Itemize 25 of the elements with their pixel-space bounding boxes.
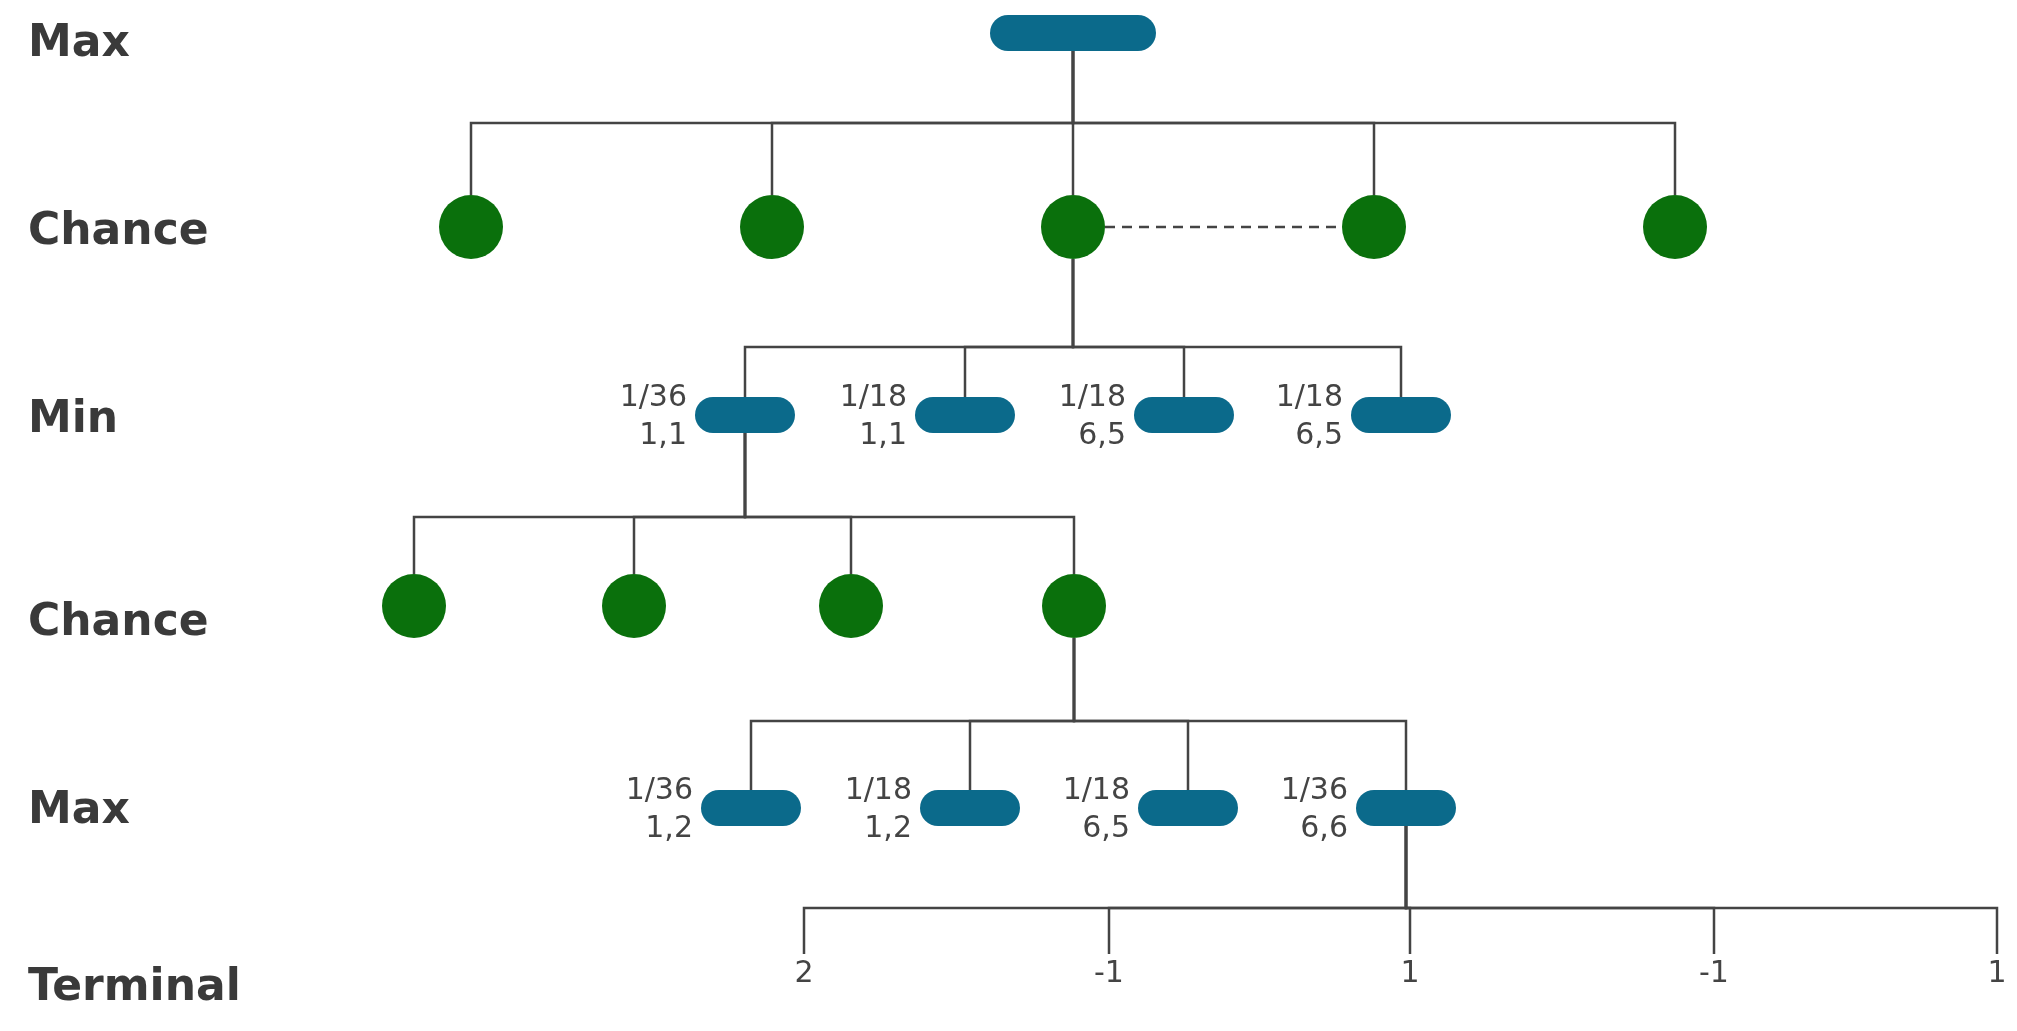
terminal-value: 1 <box>1982 954 2012 990</box>
tree-connector <box>1071 51 1677 195</box>
row-label: Chance <box>28 204 209 254</box>
tree-connector <box>1404 826 1999 954</box>
probability-label: 1/18 1,1 <box>838 377 907 453</box>
probability-label: 1/36 1,2 <box>624 770 693 846</box>
row-label: Terminal <box>28 960 241 1010</box>
row-label: Max <box>28 16 130 66</box>
probability-label: 1/18 6,5 <box>1274 377 1343 453</box>
row-label: Max <box>28 783 130 833</box>
probability-label: 1/36 6,6 <box>1279 770 1348 846</box>
tree-connector <box>1072 638 1408 790</box>
probability-label: 1/18 1,2 <box>843 770 912 846</box>
terminal-value: 1 <box>1390 954 1430 990</box>
row-label: Chance <box>28 595 209 645</box>
probability-label: 1/18 6,5 <box>1057 377 1126 453</box>
terminal-value: 2 <box>784 954 824 990</box>
probability-label: 1/36 1,1 <box>618 377 687 453</box>
row-label: Min <box>28 392 119 442</box>
terminal-value: -1 <box>1089 954 1129 990</box>
tree-connector <box>743 433 1076 574</box>
rounded-bar-node <box>990 15 1156 51</box>
terminal-value: -1 <box>1694 954 1734 990</box>
probability-label: 1/18 6,5 <box>1061 770 1130 846</box>
tree-connector <box>1071 259 1403 397</box>
